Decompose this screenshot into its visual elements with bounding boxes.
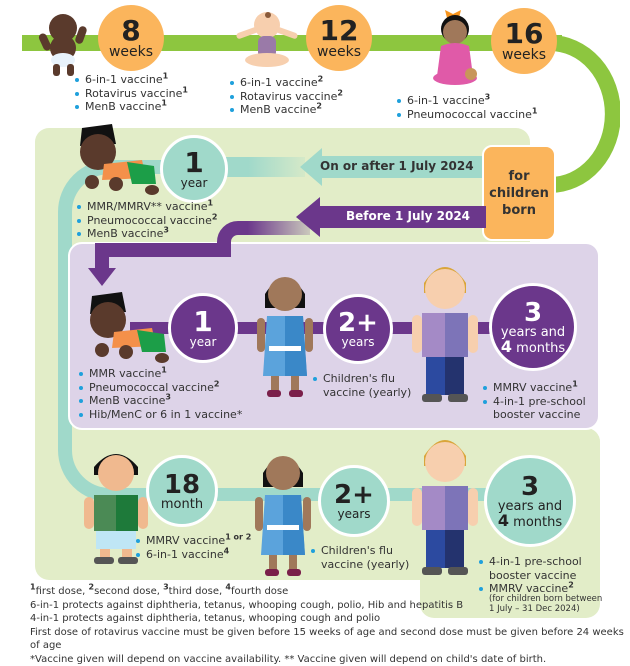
stage-number: 12 — [320, 17, 359, 45]
stage-2-plus-years-before-badge: 2+ years — [323, 294, 393, 364]
before-july-label: Before 1 July 2024 — [346, 209, 470, 223]
vaccine-item: Children's flu vaccine (yearly) — [312, 372, 417, 399]
stage-unit: year — [190, 336, 217, 348]
vaccine-item: Hib/MenC or 6 in 1 vaccine* — [78, 408, 242, 422]
stage-number: 1 — [184, 149, 203, 177]
vaccine-item: 4-in-1 pre-school booster vaccine — [482, 395, 597, 422]
crawling-child-before-illustration — [82, 290, 172, 365]
stage-3-years-4-months-after-badge: 3 years and 4 months — [484, 455, 576, 547]
stage-number: 3 — [524, 300, 542, 326]
footnote-4in1: 4-in-1 protects against diphtheria, teta… — [30, 612, 630, 626]
vaccine-item: Pneumococcal vaccine2 — [78, 381, 242, 395]
vaccine-item: 6-in-1 vaccine4 — [135, 548, 251, 562]
vaccine-list-1-year-before: MMR vaccine1 Pneumococcal vaccine2 MenB … — [78, 367, 242, 421]
vaccine-item: 6-in-1 vaccine1 — [74, 73, 188, 87]
girl-2-years-before-illustration — [255, 266, 315, 401]
stage-unit-secondary: months — [516, 341, 565, 356]
vaccine-list-16-weeks: 6-in-1 vaccine3 Pneumococcal vaccine1 — [396, 94, 537, 121]
stage-number: 2+ — [334, 482, 374, 508]
stage-unit: year — [181, 177, 208, 189]
vaccine-list-8-weeks: 6-in-1 vaccine1 Rotavirus vaccine1 MenB … — [74, 73, 188, 114]
vaccine-list-18-month: MMRV vaccine1 or 2 6-in-1 vaccine4 — [135, 534, 251, 561]
vaccine-item: MenB vaccine3 — [78, 394, 242, 408]
for-children-born-label: for children born — [489, 168, 549, 219]
crawling-child-illustration — [72, 122, 162, 197]
vaccine-item: 6-in-1 vaccine3 — [396, 94, 537, 108]
stage-1-year-before-badge: 1 year — [168, 293, 238, 363]
stage-2-plus-years-after-badge: 2+ years — [318, 465, 390, 537]
stage-12-weeks-badge: 12 weeks — [306, 5, 372, 71]
vaccine-item: Rotavirus vaccine1 — [74, 87, 188, 101]
footnote-6in1: 6-in-1 protects against diphtheria, teta… — [30, 599, 630, 613]
vaccine-list-12-weeks: 6-in-1 vaccine2 Rotavirus vaccine2 MenB … — [229, 76, 343, 117]
vaccine-item: MenB vaccine1 — [74, 100, 188, 114]
after-july-label: On or after 1 July 2024 — [320, 159, 474, 173]
stage-16-weeks-badge: 16 weeks — [491, 8, 557, 74]
stage-number-secondary: 4 — [501, 337, 512, 356]
boy-3-years-before-illustration — [410, 257, 480, 407]
stage-unit: weeks — [317, 45, 361, 59]
vaccine-item: MMRV vaccine1 — [482, 381, 597, 395]
stage-number: 1 — [193, 308, 212, 336]
stage-unit: month — [161, 498, 203, 511]
stage-number: 3 — [521, 474, 539, 500]
vaccine-item: Children's flu vaccine (yearly) — [310, 544, 415, 571]
vaccine-list-2-plus-before: Children's flu vaccine (yearly) — [312, 372, 417, 399]
vaccine-list-2-plus-after: Children's flu vaccine (yearly) — [310, 544, 415, 571]
stage-number: 16 — [505, 20, 544, 48]
stage-1-year-after-badge: 1 year — [160, 135, 228, 203]
footnote-rotavirus: First dose of rotavirus vaccine must be … — [30, 626, 630, 653]
stage-number: 2+ — [338, 310, 378, 336]
baby-12-weeks-illustration — [232, 8, 302, 73]
stage-number-secondary: 4 — [498, 511, 509, 530]
stage-number: 18 — [164, 472, 200, 498]
baby-8-weeks-illustration — [35, 8, 90, 78]
stage-18-month-badge: 18 month — [146, 455, 218, 527]
stage-8-weeks-badge: 8 weeks — [98, 5, 164, 71]
after-july-arrow: On or after 1 July 2024 — [300, 148, 490, 186]
vaccine-item: MMR/MMRV** vaccine1 — [76, 200, 217, 214]
stage-unit: years — [341, 336, 374, 348]
vaccine-item: Pneumococcal vaccine1 — [396, 108, 537, 122]
baby-16-weeks-illustration — [425, 4, 485, 89]
for-children-born-box: for children born — [482, 145, 556, 241]
vaccine-item: 4-in-1 pre-school booster vaccine — [478, 555, 600, 582]
footnote-availability: *Vaccine given will depend on vaccine av… — [30, 653, 630, 666]
dose-key: 1first dose, 2second dose, 3third dose, … — [30, 585, 630, 599]
vaccine-item: MenB vaccine2 — [229, 103, 343, 117]
boy-3-years-after-illustration — [410, 430, 480, 580]
vaccine-item: 6-in-1 vaccine2 — [229, 76, 343, 90]
stage-3-years-4-months-before-badge: 3 years and 4 months — [489, 283, 577, 371]
vaccine-item: MMRV vaccine1 or 2 — [135, 534, 251, 548]
stage-unit: weeks — [502, 48, 546, 62]
vaccine-item: Rotavirus vaccine2 — [229, 90, 343, 104]
stage-unit-secondary: months — [513, 515, 562, 530]
stage-unit: years — [337, 508, 370, 520]
vaccine-list-3-years-before: MMRV vaccine1 4-in-1 pre-school booster … — [482, 381, 597, 422]
girl-2-years-after-illustration — [253, 445, 313, 580]
stage-number: 8 — [121, 17, 140, 45]
stage-unit: weeks — [109, 45, 153, 59]
